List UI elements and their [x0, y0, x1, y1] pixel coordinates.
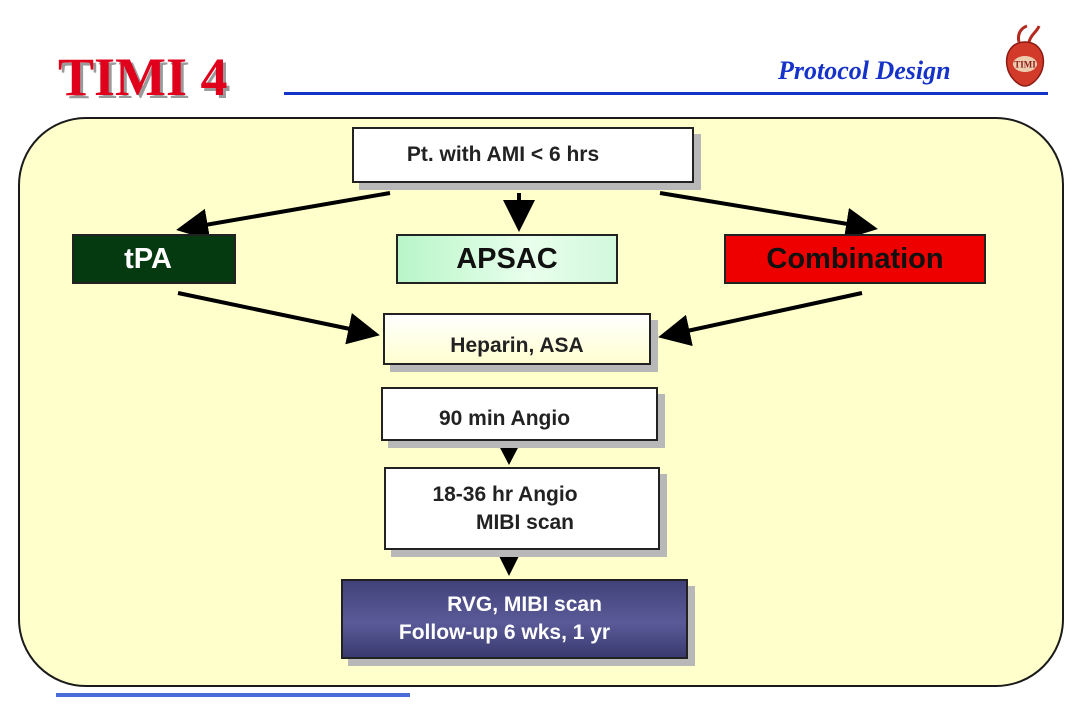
footer-rule: [56, 693, 410, 697]
patient-box: Pt. with AMI < 6 hrs: [352, 127, 694, 183]
angio-90-box: 90 min Angio: [381, 387, 658, 441]
header-rule: [284, 92, 1048, 95]
angio-18-36-line2: MIBI scan: [475, 510, 575, 534]
heparin-box: Heparin, ASA: [383, 313, 651, 365]
logo-text: TIMI: [1014, 60, 1036, 70]
apsac-arm-box: APSAC: [396, 234, 618, 284]
angio-18-36-box: 18-36 hr Angio MIBI scan: [384, 467, 660, 550]
combination-arm-box: Combination: [724, 234, 986, 284]
followup-box: RVG, MIBI scan Follow-up 6 wks, 1 yr: [341, 579, 688, 659]
tpa-arm-box: tPA: [72, 234, 236, 284]
page-title: TIMI 4: [58, 47, 228, 107]
page-subtitle: Protocol Design: [778, 56, 951, 85]
followup-line1: RVG, MIBI scan: [447, 593, 602, 616]
angio-18-36-line1: 18-36 hr Angio: [432, 482, 578, 506]
timi-logo-icon: TIMI: [1005, 24, 1045, 87]
followup-line2: Follow-up 6 wks, 1 yr: [398, 621, 611, 644]
